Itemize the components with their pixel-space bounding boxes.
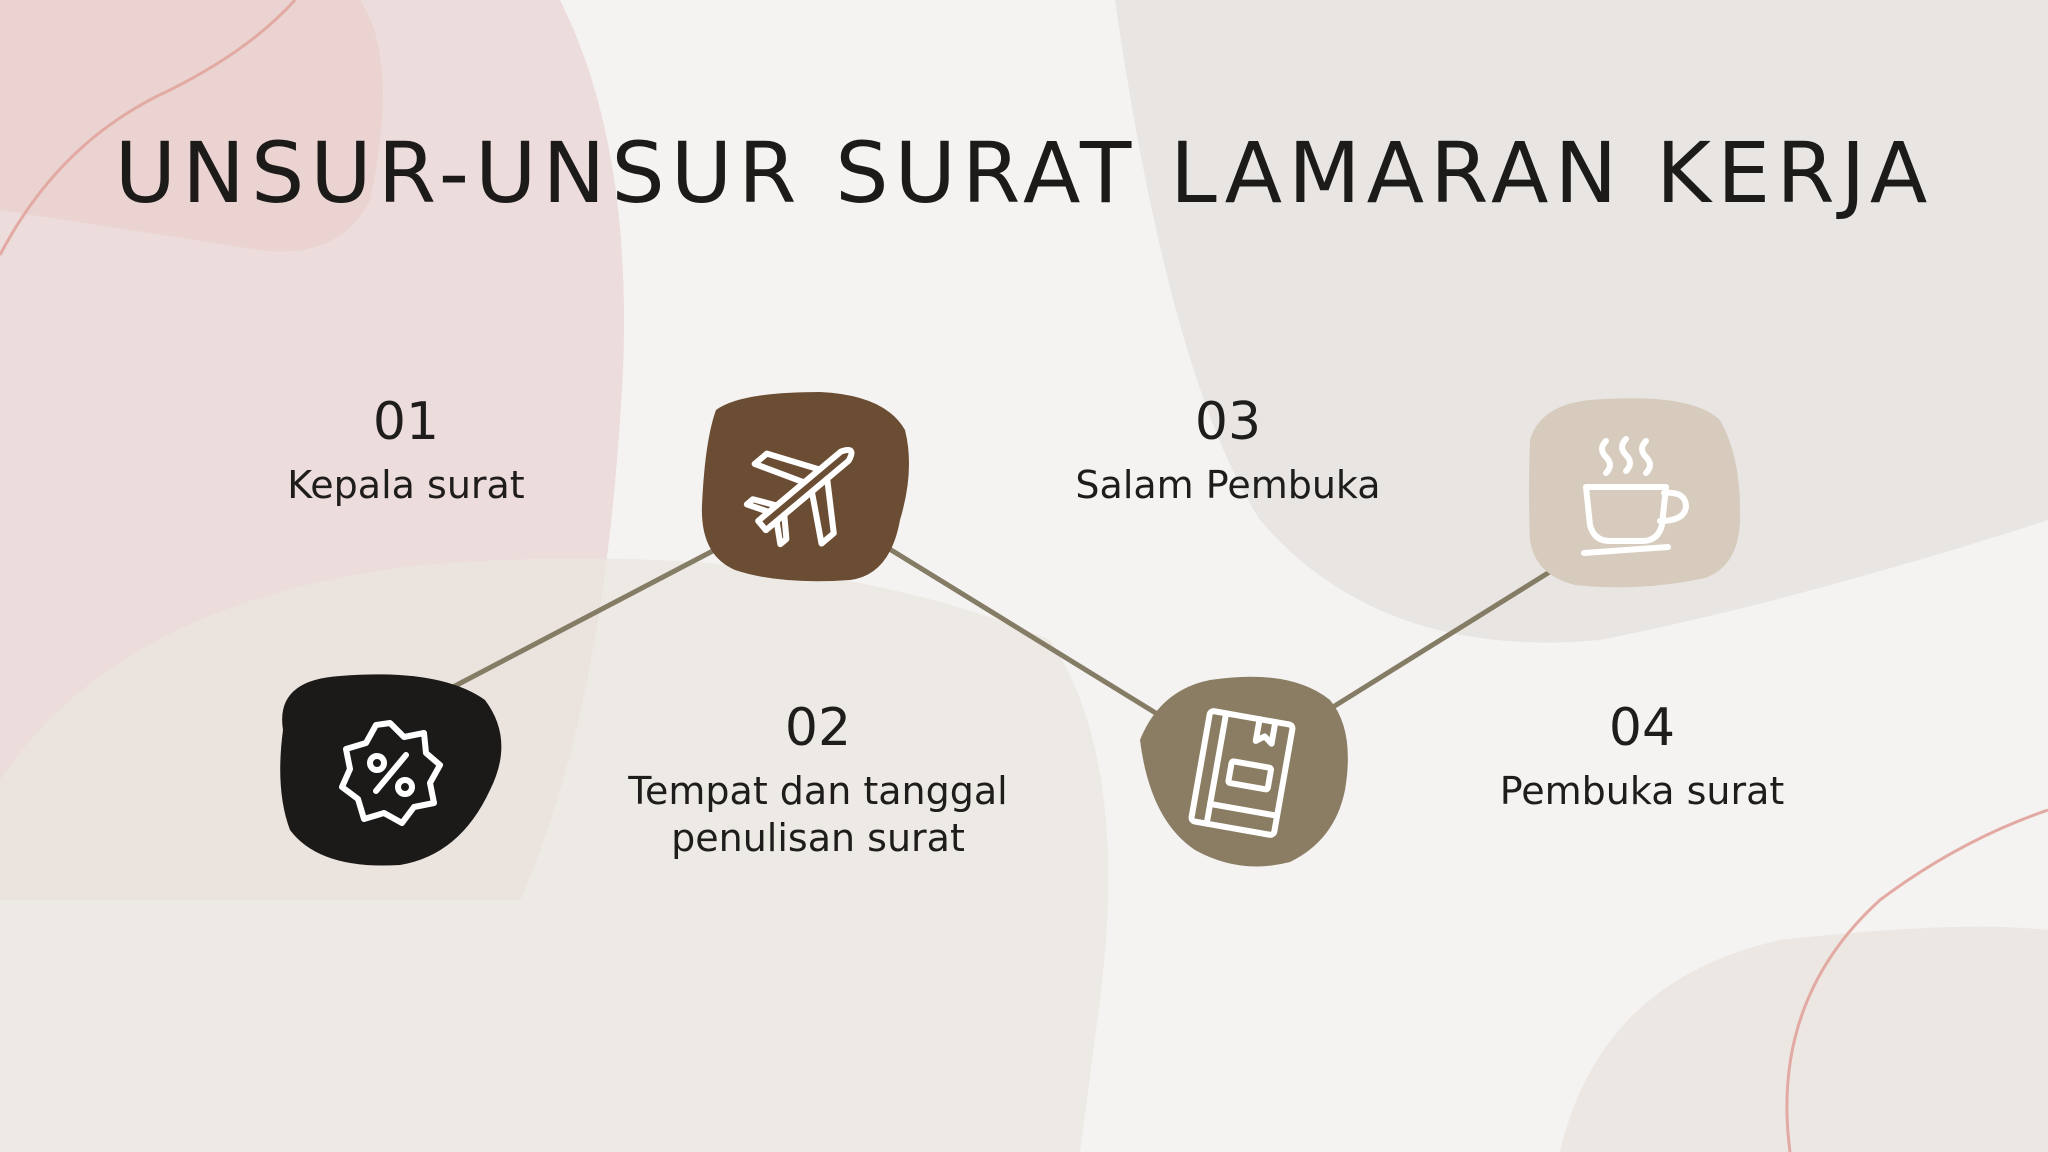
step-label: Pembuka surat	[1499, 769, 1785, 813]
accent-curve-bottom-right	[1785, 808, 2048, 1152]
step-02: 02 Tempat dan tanggal penulisan surat	[578, 698, 1058, 862]
discount-badge-icon	[280, 674, 502, 866]
slide-title: UNSUR-UNSUR SURAT LAMARAN KERJA	[114, 124, 1934, 222]
step-04: 04 Pembuka surat	[1402, 698, 1882, 815]
notebook-icon	[1140, 676, 1348, 867]
blob-beige-bottom	[0, 558, 1109, 1152]
blob-gray-right	[1115, 0, 2048, 643]
step-label: Kepala surat	[287, 463, 525, 507]
connector-line	[388, 497, 1667, 768]
step-label: Salam Pembuka	[1075, 463, 1381, 507]
blob-bottom-right	[1560, 926, 2048, 1152]
coffee-cup-icon	[1529, 398, 1741, 588]
step-number: 02	[784, 698, 852, 758]
blob-pink-top	[0, 0, 383, 252]
airplane-icon	[701, 392, 909, 582]
badge-blob-brown	[701, 392, 909, 582]
step-03: 03 Salam Pembuka	[988, 392, 1468, 509]
step-number: 03	[1194, 392, 1262, 452]
badge-blob-olive	[1140, 676, 1348, 867]
step-number: 04	[1608, 698, 1676, 758]
badge-blob-sand	[1529, 398, 1741, 588]
step-number: 01	[372, 392, 440, 452]
step-01: 01 Kepala surat	[166, 392, 646, 509]
accent-curve-top-left	[0, 0, 297, 256]
step-label: Tempat dan tanggal penulisan surat	[628, 769, 1008, 860]
